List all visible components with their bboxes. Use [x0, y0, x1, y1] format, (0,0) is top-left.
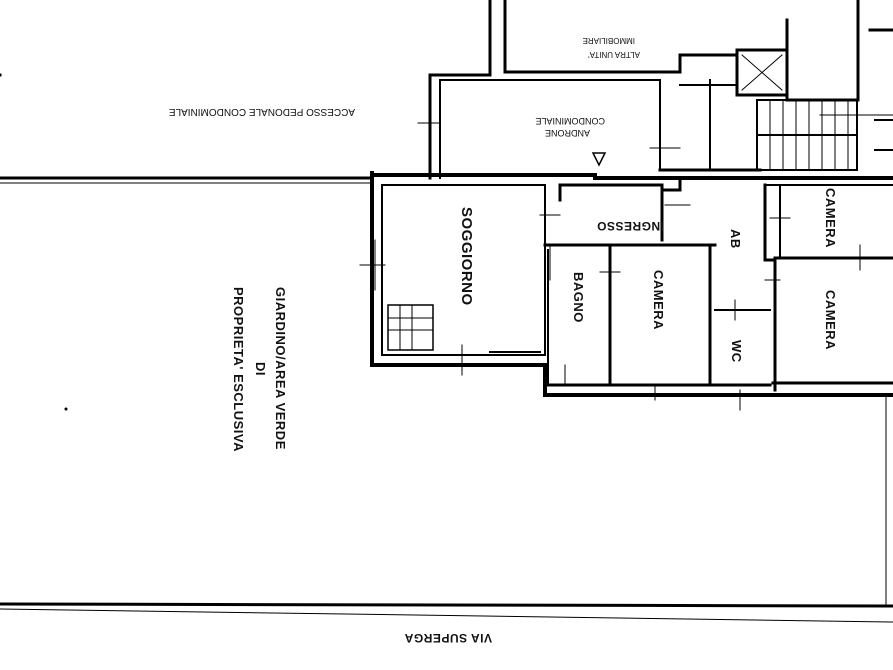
entrance-marker — [591, 152, 607, 167]
area-label-immobiliare: IMMOBILIARE — [583, 36, 635, 45]
property-boundary — [0, 176, 893, 623]
room-label-wc: WC — [729, 340, 744, 363]
street-label: VIA SUPERGA — [404, 631, 492, 645]
area-label-androne: ANDRONE — [545, 128, 590, 138]
room-label-ingresso: INGRESSO — [597, 219, 664, 233]
room-label-camera-1: CAMERA — [651, 270, 666, 330]
condominium-block — [0, 0, 893, 180]
spiral-stair — [387, 304, 434, 351]
area-label-accesso: ACCESSO PEDONALE CONDOMINIALE — [169, 106, 355, 117]
area-label-giardino: GIARDINO/AREA VERDE — [273, 287, 288, 450]
room-label-camera-2: CAMERA — [823, 188, 838, 248]
area-label-altra-unita: ALTRA UNITA' — [588, 50, 640, 59]
plan-dot — [64, 407, 68, 411]
room-label-bagno: BAGNO — [571, 272, 586, 323]
openings — [359, 204, 861, 411]
apartment-walls — [370, 171, 893, 397]
room-label-ab: AB — [728, 229, 743, 249]
area-label-di: DI — [253, 362, 268, 376]
room-label-soggiorno: SOGGIORNO — [458, 207, 475, 306]
staircase — [756, 99, 893, 171]
area-label-androne-condominiale: CONDOMINIALE — [535, 116, 605, 126]
area-label-proprieta: PROPRIETA' ESCLUSIVA — [231, 287, 246, 452]
room-label-camera-3: CAMERA — [823, 290, 838, 350]
